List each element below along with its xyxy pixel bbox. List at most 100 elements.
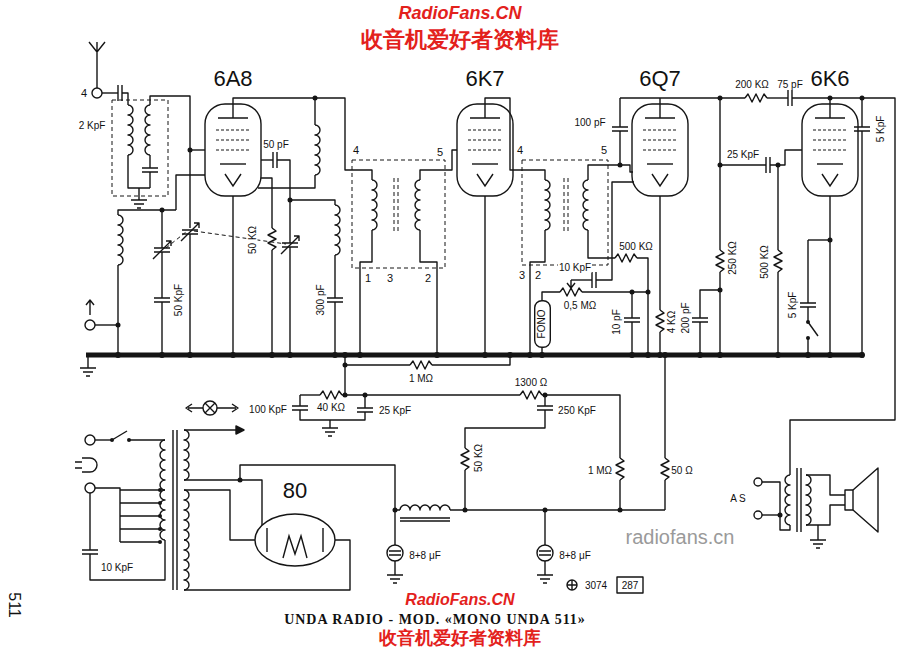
power-supply xyxy=(158,540,162,544)
output-stage-wiring xyxy=(774,250,782,272)
pin-number: 2 xyxy=(534,269,542,281)
junction-dot xyxy=(539,352,545,358)
antenna-input xyxy=(102,92,118,93)
output-transformer xyxy=(754,468,878,548)
tube-symbol: 6K7 xyxy=(450,66,520,198)
oscillator-circuit xyxy=(161,210,162,248)
component-value: 25 KpF xyxy=(726,149,760,160)
output-transformer xyxy=(754,511,762,519)
pin-number: 2 xyxy=(424,272,432,284)
tube-symbol-outline xyxy=(457,104,513,196)
converter-wiring xyxy=(334,302,335,355)
rectifier-tube-outline xyxy=(267,528,323,552)
junction-dot xyxy=(288,198,293,203)
power-supply xyxy=(89,493,90,550)
bias-network xyxy=(520,391,542,399)
if-amplifier-wiring xyxy=(485,98,545,355)
component-value: 500 KΩ xyxy=(759,244,770,280)
output-stage-wiring xyxy=(808,322,818,336)
power-supply xyxy=(110,438,114,442)
tube-symbol: 6Q7 xyxy=(625,66,695,198)
component-value: 50 KΩ xyxy=(473,443,484,473)
converter-wiring xyxy=(258,175,315,188)
junction-dot xyxy=(363,393,368,398)
stamp-mark xyxy=(617,577,643,593)
component-value: 4 KΩ xyxy=(666,310,677,335)
antenna-input xyxy=(138,188,139,200)
tube-symbol-outline xyxy=(822,174,838,186)
if-transformer xyxy=(372,180,377,230)
detector-wiring xyxy=(560,288,582,296)
pin-number: 4 xyxy=(516,144,524,156)
antenna-input xyxy=(118,85,122,101)
converter-wiring xyxy=(273,152,277,168)
if-transformer xyxy=(564,178,568,234)
power-supply xyxy=(236,426,244,434)
stamp-mark xyxy=(567,580,577,590)
component-value: 1300 Ω xyxy=(514,377,549,388)
output-stage-wiring xyxy=(767,97,788,98)
tube-label: 6K7 xyxy=(450,66,520,92)
bias-network xyxy=(299,395,300,406)
component-value: 200 KΩ xyxy=(734,79,770,90)
tube-symbol-outline xyxy=(817,163,843,164)
watermark: RadioFans.CN xyxy=(404,591,515,609)
detector-wiring xyxy=(588,230,615,258)
oscillator-circuit xyxy=(161,302,162,355)
component-value: 5 KpF xyxy=(875,115,886,144)
output-stage-wiring xyxy=(777,165,778,250)
power-supply xyxy=(85,483,95,493)
power-supply xyxy=(205,403,215,413)
antenna-input xyxy=(149,155,150,168)
antenna-input xyxy=(128,105,133,155)
junction-dot xyxy=(187,352,193,358)
power-supply xyxy=(387,575,403,583)
tube-symbol-outline xyxy=(645,104,675,118)
component-value: 100 pF xyxy=(573,117,606,128)
junction-dot xyxy=(115,96,865,518)
power-supply xyxy=(120,490,160,542)
tube-symbol-outline xyxy=(216,130,250,150)
watermark: 收音机爱好者资料库 xyxy=(378,629,542,649)
power-supply xyxy=(389,551,401,555)
power-supply xyxy=(82,550,98,554)
bias-network xyxy=(345,364,410,365)
detector-wiring xyxy=(620,97,745,98)
oscillator-circuit xyxy=(176,175,205,210)
tube-symbol: 6A8 xyxy=(198,66,268,198)
converter-wiring xyxy=(268,228,276,250)
antenna-input xyxy=(150,96,190,228)
output-transformer xyxy=(806,475,811,525)
schematic-label: 3074 xyxy=(584,580,608,591)
tube-label: 80 xyxy=(253,478,337,504)
junction-dot xyxy=(860,96,865,101)
power-supply xyxy=(394,561,395,575)
bias-network xyxy=(357,408,373,412)
component-value: 10 pF xyxy=(611,308,622,336)
junction-dot xyxy=(618,163,623,168)
power-supply xyxy=(544,510,545,545)
power-supply xyxy=(537,545,553,561)
output-transformer xyxy=(853,468,878,532)
tube-symbol-outline xyxy=(802,104,858,196)
phono-jack-outline xyxy=(535,301,551,348)
ground-bus xyxy=(86,353,864,358)
ground-bus xyxy=(80,368,96,376)
ground-bus xyxy=(87,355,88,368)
converter-wiring xyxy=(271,250,272,355)
junction-dot xyxy=(332,352,338,358)
junction-dot xyxy=(859,352,865,358)
junction-dot xyxy=(828,96,833,101)
junction-dot xyxy=(230,352,236,358)
detector-wiring xyxy=(588,165,633,180)
junction-dot xyxy=(697,352,703,358)
detector-wiring xyxy=(719,272,720,355)
bias-network xyxy=(432,355,510,365)
output-stage-wiring xyxy=(777,272,778,355)
power-supply xyxy=(394,510,395,545)
phono-jack: FONO xyxy=(534,300,551,348)
power-supply xyxy=(160,440,165,490)
stamp-mark xyxy=(567,580,577,590)
output-transformer xyxy=(806,475,845,495)
junction-dot xyxy=(718,96,723,101)
